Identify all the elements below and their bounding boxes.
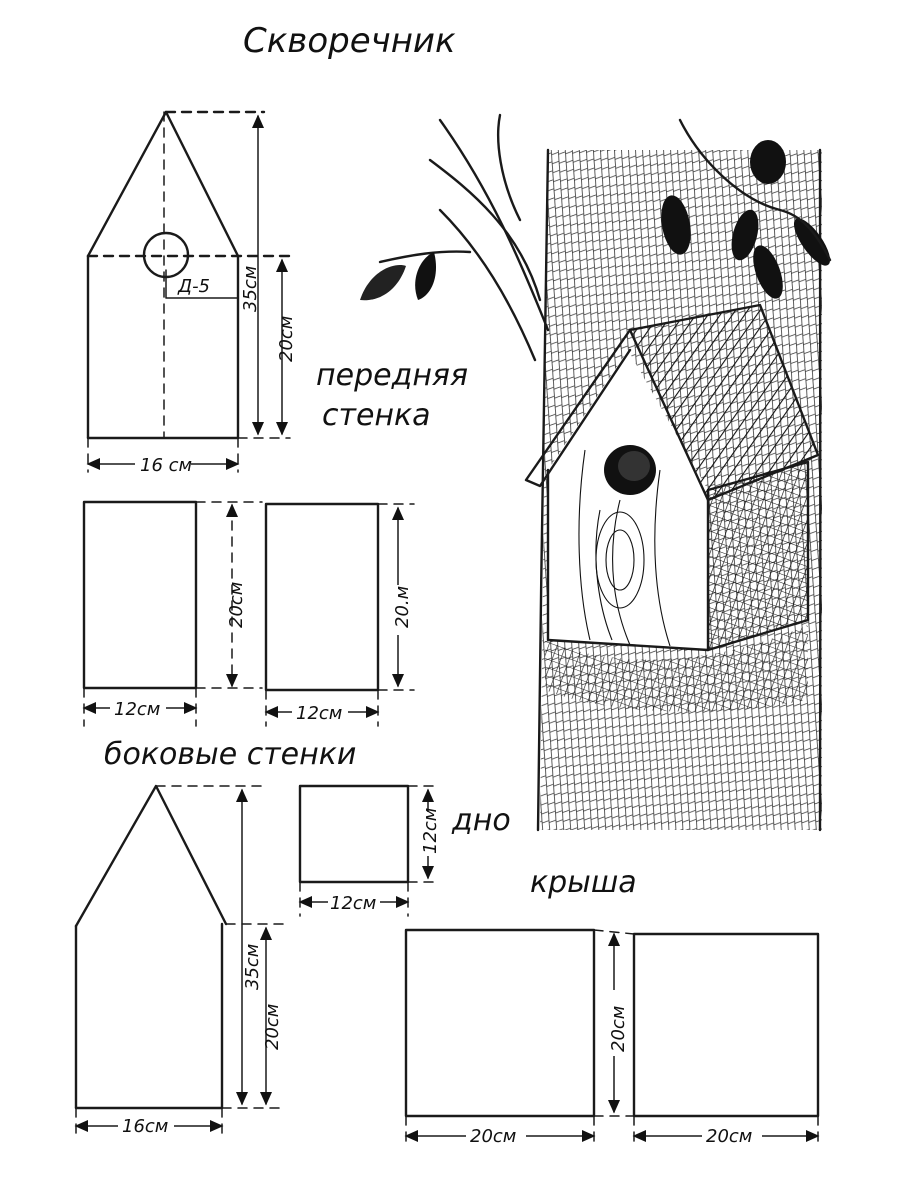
title: Скворечник (243, 21, 456, 61)
birdhouse-front (548, 350, 708, 650)
back-width: 16см (122, 1116, 168, 1137)
front-wall-drawing: Д-5 35см 20см 16 см (86, 110, 297, 476)
side2-height: 20.м (392, 586, 413, 628)
back-total-height: 35см (242, 944, 263, 990)
bottom-height: 12см (420, 808, 441, 854)
front-wall-label-line1: передняя (316, 358, 468, 393)
birdhouse-side (708, 462, 808, 650)
birdhouse-roof (630, 305, 818, 500)
back-wall-drawing: 35см 20см 16см (74, 784, 287, 1137)
front-total-height: 35см (240, 266, 261, 312)
side-wall-1-drawing: 20см 12см (82, 500, 263, 727)
roof-label: крыша (530, 865, 637, 900)
side1-width: 12см (114, 699, 160, 720)
bottom-drawing: 12см 12см (298, 784, 441, 917)
side1-height: 20см (226, 582, 247, 628)
roof2-width: 20см (706, 1126, 752, 1147)
roof-height: 20см (608, 1006, 629, 1052)
bottom-width: 12см (330, 893, 376, 914)
side-walls-label: боковые стенки (104, 737, 356, 772)
back-wall-height: 20см (262, 1004, 283, 1050)
roof1-width: 20см (470, 1126, 516, 1147)
bottom-label: дно (451, 803, 511, 838)
side-wall-2-drawing: 20.м 12см (264, 502, 415, 727)
front-width: 16 см (140, 455, 192, 476)
front-wall-height: 20см (276, 316, 297, 362)
front-hole-label: Д-5 (177, 276, 210, 297)
side2-width: 12см (296, 703, 342, 724)
birdhouse-illustration (360, 113, 832, 832)
front-wall-label-line2: стенка (322, 398, 431, 433)
roof-drawing: 20см 20см 20см (404, 928, 820, 1147)
